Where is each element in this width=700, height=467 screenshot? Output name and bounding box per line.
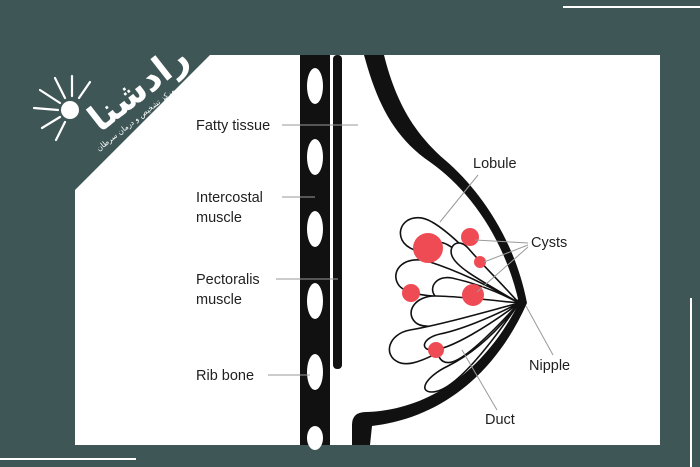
label-lobule: Lobule <box>473 156 517 172</box>
rib-bone-oval <box>307 354 323 390</box>
cyst <box>461 228 479 246</box>
lobule <box>424 302 520 393</box>
cyst <box>402 284 420 302</box>
label-cysts: Cysts <box>531 235 567 251</box>
leader-lobule <box>439 174 479 223</box>
leader-lines <box>268 124 554 411</box>
cyst <box>413 233 443 263</box>
leader-cysts-2 <box>483 244 529 263</box>
rib-bone-oval <box>307 283 323 319</box>
label-duct: Duct <box>485 412 515 428</box>
leader-cysts-1 <box>474 239 529 244</box>
rib-bone-oval <box>307 426 323 450</box>
cyst <box>462 284 484 306</box>
label-pectoralis-line2: muscle <box>196 292 242 308</box>
rib-bone-oval <box>307 68 323 104</box>
sun-core <box>61 101 79 119</box>
label-intercostal-line1: Intercostal <box>196 190 263 206</box>
label-nipple: Nipple <box>529 358 570 374</box>
diagram-panel <box>75 55 660 445</box>
leader-cysts-3 <box>476 246 529 293</box>
lobule <box>423 302 520 351</box>
leader-nipple <box>525 305 554 356</box>
sunburst-icon <box>32 74 92 142</box>
top-right-frame-line <box>563 6 700 8</box>
rib-bone-oval <box>307 139 323 175</box>
lobules-and-ducts <box>388 216 522 393</box>
bottom-left-frame-line <box>0 458 136 460</box>
label-pectoralis-line1: Pectoralis <box>196 272 260 288</box>
nipple-dot <box>516 298 526 308</box>
rib-bones <box>307 68 323 450</box>
cysts <box>402 228 486 358</box>
right-frame-line <box>690 298 692 467</box>
rib-bone-oval <box>307 211 323 247</box>
label-intercostal-line2: muscle <box>196 210 242 226</box>
lobule <box>450 242 520 304</box>
label-fatty-tissue: Fatty tissue <box>196 118 270 134</box>
label-rib-bone: Rib bone <box>196 368 254 384</box>
leader-duct <box>461 349 498 411</box>
cyst <box>428 342 444 358</box>
pectoralis-strip <box>333 55 342 369</box>
cyst <box>474 256 486 268</box>
